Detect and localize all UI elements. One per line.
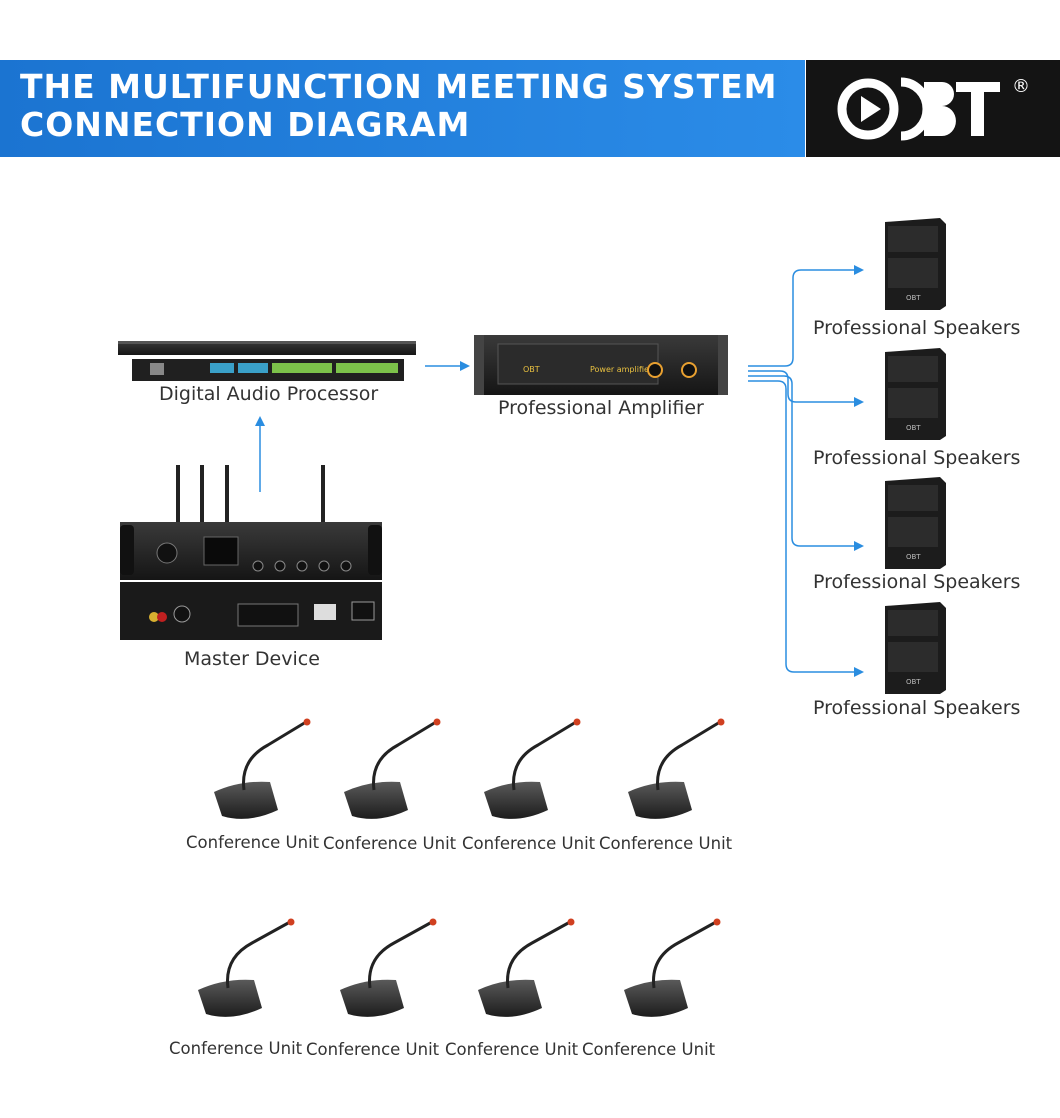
- title-line-1: THE MULTIFUNCTION MEETING SYSTEM: [20, 67, 778, 106]
- arrow-to-speaker-2: [748, 370, 864, 407]
- master-device-image: [120, 465, 382, 640]
- brand-logo-box: ®: [806, 60, 1060, 157]
- page-title: THE MULTIFUNCTION MEETING SYSTEM CONNECT…: [20, 68, 778, 144]
- svg-text:OBT: OBT: [906, 678, 921, 686]
- speaker-label: Professional Speakers: [813, 447, 1021, 469]
- svg-text:OBT: OBT: [906, 424, 921, 432]
- arrow-to-speaker-3: [748, 375, 864, 551]
- conference-unit-label: Conference Unit: [169, 1039, 303, 1058]
- processor-label: Digital Audio Processor: [159, 383, 379, 405]
- conference-unit-label: Conference Unit: [599, 834, 733, 853]
- title-line-2: CONNECTION DIAGRAM: [20, 105, 471, 144]
- conference-unit-2-image: [344, 718, 441, 819]
- svg-text:OBT: OBT: [906, 553, 921, 561]
- conference-unit-label: Conference Unit: [462, 834, 596, 853]
- amplifier-label: Professional Amplifier: [498, 397, 704, 419]
- speaker-label: Professional Speakers: [813, 571, 1021, 593]
- speaker-label: Professional Speakers: [813, 317, 1021, 339]
- speaker-4-image: OBT: [885, 602, 946, 694]
- speaker-images: OBT OBT OBT OBT: [885, 218, 946, 694]
- conference-unit-label: Conference Unit: [323, 834, 457, 853]
- speaker-label: Professional Speakers: [813, 697, 1021, 719]
- svg-text:Power amplifier: Power amplifier: [590, 365, 653, 374]
- arrow-to-speaker-4: [748, 380, 864, 677]
- conference-unit-5-image: [198, 918, 295, 1017]
- svg-text:OBT: OBT: [906, 294, 921, 302]
- brand-logo: [837, 77, 1000, 141]
- digital-audio-processor-image: [118, 341, 416, 381]
- conference-unit-3-image: [484, 718, 581, 819]
- conference-unit-8-image: [624, 918, 721, 1017]
- arrow-to-speaker-1: [748, 265, 864, 367]
- registered-mark: ®: [1012, 76, 1030, 97]
- connection-arrows: [255, 265, 864, 677]
- conference-unit-label: Conference Unit: [186, 833, 320, 852]
- conference-unit-label: Conference Unit: [582, 1040, 716, 1059]
- conference-unit-4-image: [628, 718, 725, 819]
- conference-unit-7-image: [478, 918, 575, 1017]
- conference-unit-label: Conference Unit: [306, 1040, 440, 1059]
- speaker-3-image: OBT: [885, 477, 946, 569]
- conference-unit-images: [198, 718, 725, 1017]
- conference-unit-6-image: [340, 918, 437, 1017]
- speaker-2-image: OBT: [885, 348, 946, 440]
- amplifier-image: OBT Power amplifier: [474, 335, 728, 395]
- speaker-1-image: OBT: [885, 218, 946, 310]
- title-banner: THE MULTIFUNCTION MEETING SYSTEM CONNECT…: [0, 60, 805, 157]
- conference-unit-label: Conference Unit: [445, 1040, 579, 1059]
- master-device-label: Master Device: [184, 648, 320, 670]
- svg-text:OBT: OBT: [523, 365, 540, 374]
- conference-unit-1-image: [214, 718, 311, 819]
